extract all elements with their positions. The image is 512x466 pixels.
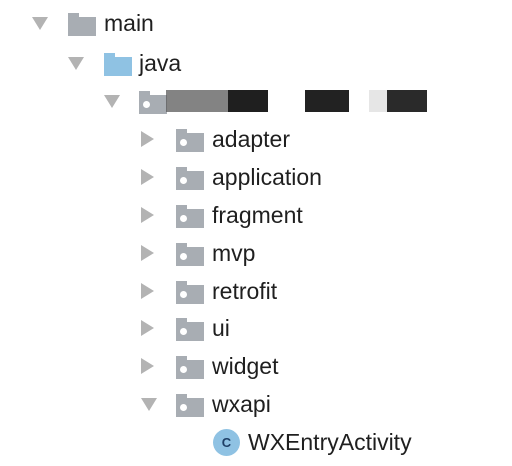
java-class-icon: C — [213, 429, 240, 456]
tree-node-fragment[interactable]: fragment — [0, 196, 512, 234]
expand-arrow-down-icon[interactable] — [141, 398, 157, 411]
redaction-mark — [305, 90, 349, 112]
package-folder-icon — [176, 356, 204, 379]
collapse-arrow-right-icon[interactable] — [141, 169, 154, 185]
tree-node-label: retrofit — [212, 278, 278, 304]
expand-arrow-down-icon[interactable] — [68, 57, 84, 70]
tree-node-wxapi[interactable]: wxapi — [0, 385, 512, 423]
tree-node-label: main — [104, 10, 154, 36]
package-folder-icon — [176, 394, 204, 417]
tree-node-label: widget — [212, 353, 279, 379]
package-folder-icon — [176, 243, 204, 266]
tree-node-main[interactable]: main — [0, 4, 512, 42]
redaction-mark — [228, 90, 268, 112]
tree-node-java[interactable]: java — [0, 44, 512, 82]
package-folder-icon — [176, 205, 204, 228]
collapse-arrow-right-icon[interactable] — [141, 283, 154, 299]
tree-node-application[interactable]: application — [0, 158, 512, 196]
tree-node-retrofit[interactable]: retrofit — [0, 272, 512, 310]
tree-node-ui[interactable]: ui — [0, 309, 512, 347]
expand-arrow-down-icon[interactable] — [104, 95, 120, 108]
package-folder-icon — [176, 129, 204, 152]
tree-node-wxentryactivity[interactable]: C WXEntryActivity — [0, 423, 512, 461]
tree-node-label: wxapi — [212, 391, 271, 417]
collapse-arrow-right-icon[interactable] — [141, 131, 154, 147]
source-folder-icon — [104, 53, 132, 76]
tree-node-label: ui — [212, 315, 230, 341]
collapse-arrow-right-icon[interactable] — [141, 245, 154, 261]
tree-node-label: fragment — [212, 202, 303, 228]
collapse-arrow-right-icon[interactable] — [141, 207, 154, 223]
redaction-mark — [166, 90, 228, 112]
tree-node-mvp[interactable]: mvp — [0, 234, 512, 272]
redaction-mark — [369, 90, 387, 112]
expand-arrow-down-icon[interactable] — [32, 17, 48, 30]
tree-node-package[interactable] — [0, 82, 512, 120]
package-folder-icon — [176, 167, 204, 190]
tree-node-adapter[interactable]: adapter — [0, 120, 512, 158]
tree-node-label: java — [139, 50, 182, 76]
tree-node-label: adapter — [212, 126, 291, 152]
package-folder-icon — [176, 281, 204, 304]
redaction-mark — [387, 90, 427, 112]
folder-icon — [68, 13, 96, 36]
tree-node-label: mvp — [212, 240, 256, 266]
tree-node-label: application — [212, 164, 322, 190]
package-folder-icon — [176, 318, 204, 341]
collapse-arrow-right-icon[interactable] — [141, 358, 154, 374]
collapse-arrow-right-icon[interactable] — [141, 320, 154, 336]
package-folder-icon — [139, 91, 167, 114]
tree-node-widget[interactable]: widget — [0, 347, 512, 385]
tree-node-label: WXEntryActivity — [248, 429, 412, 455]
